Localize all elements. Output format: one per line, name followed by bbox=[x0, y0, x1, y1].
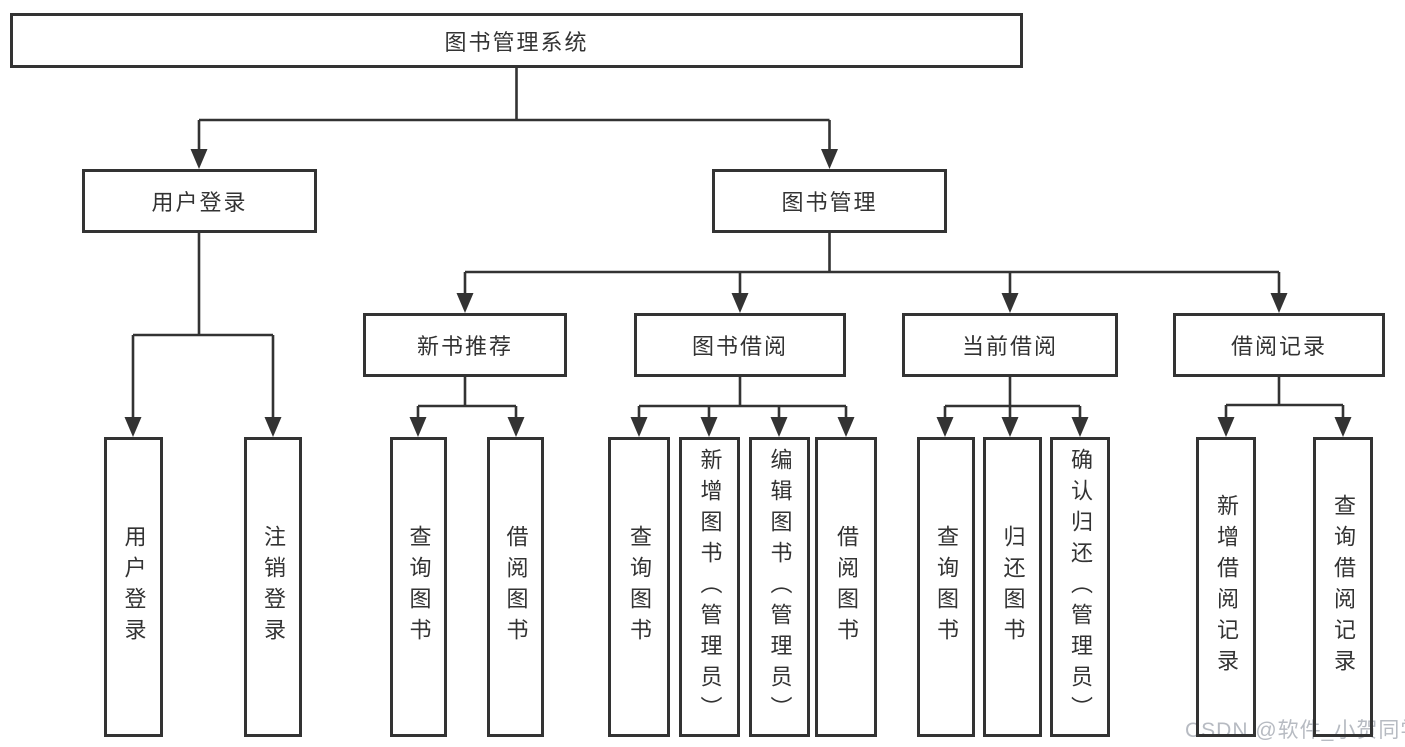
node-new-book-recommendation: 新书推荐 bbox=[363, 313, 567, 377]
arrowheads bbox=[124, 149, 1352, 437]
leaf-confirm-return-admin: 确认归还（管理员） bbox=[1050, 437, 1110, 737]
leaf-edit-books-admin: 编辑图书（管理员） bbox=[749, 437, 810, 737]
leaf-label: 注销登录 bbox=[261, 525, 286, 649]
leaf-label: 查询图书 bbox=[627, 525, 652, 649]
node-root-system: 图书管理系统 bbox=[10, 13, 1023, 68]
leaf-label: 用户登录 bbox=[121, 525, 147, 649]
leaf-query-books-current: 查询图书 bbox=[917, 437, 975, 737]
leaf-query-books-borrowing: 查询图书 bbox=[608, 437, 670, 737]
node-label: 图书管理系统 bbox=[444, 29, 589, 55]
leaf-label: 借阅图书 bbox=[503, 525, 529, 649]
leaf-label: 新增借阅记录 bbox=[1214, 494, 1239, 680]
node-label: 当前借阅 bbox=[961, 334, 1058, 359]
node-book-management: 图书管理 bbox=[712, 169, 947, 233]
leaf-query-books-recommend: 查询图书 bbox=[390, 437, 447, 737]
node-user-login: 用户登录 bbox=[82, 169, 317, 233]
leaf-add-books-admin: 新增图书（管理员） bbox=[679, 437, 740, 737]
leaf-borrow-books: 借阅图书 bbox=[815, 437, 877, 737]
leaf-add-borrow-record: 新增借阅记录 bbox=[1196, 437, 1256, 737]
leaf-return-books: 归还图书 bbox=[983, 437, 1042, 737]
leaf-label: 查询图书 bbox=[406, 525, 432, 649]
leaf-label: 查询图书 bbox=[934, 525, 959, 649]
leaf-label: 借阅图书 bbox=[834, 525, 859, 649]
leaf-label: 编辑图书（管理员） bbox=[767, 447, 793, 727]
node-label: 借阅记录 bbox=[1230, 334, 1327, 359]
leaf-query-borrow-record: 查询借阅记录 bbox=[1313, 437, 1373, 737]
leaf-borrow-books-recommend: 借阅图书 bbox=[487, 437, 544, 737]
leaf-label: 查询借阅记录 bbox=[1331, 494, 1356, 680]
leaf-label: 归还图书 bbox=[1000, 525, 1026, 649]
leaf-logout: 注销登录 bbox=[244, 437, 302, 737]
node-label: 图书管理 bbox=[781, 190, 878, 215]
leaf-label: 确认归还（管理员） bbox=[1068, 447, 1093, 727]
leaf-label: 新增图书（管理员） bbox=[697, 447, 723, 727]
node-label: 图书借阅 bbox=[691, 334, 788, 359]
node-label: 新书推荐 bbox=[416, 334, 513, 359]
leaf-user-login: 用户登录 bbox=[104, 437, 163, 737]
node-current-borrowing: 当前借阅 bbox=[902, 313, 1118, 377]
node-label: 用户登录 bbox=[151, 190, 248, 215]
node-book-borrowing: 图书借阅 bbox=[634, 313, 846, 377]
node-borrowing-records: 借阅记录 bbox=[1173, 313, 1385, 377]
